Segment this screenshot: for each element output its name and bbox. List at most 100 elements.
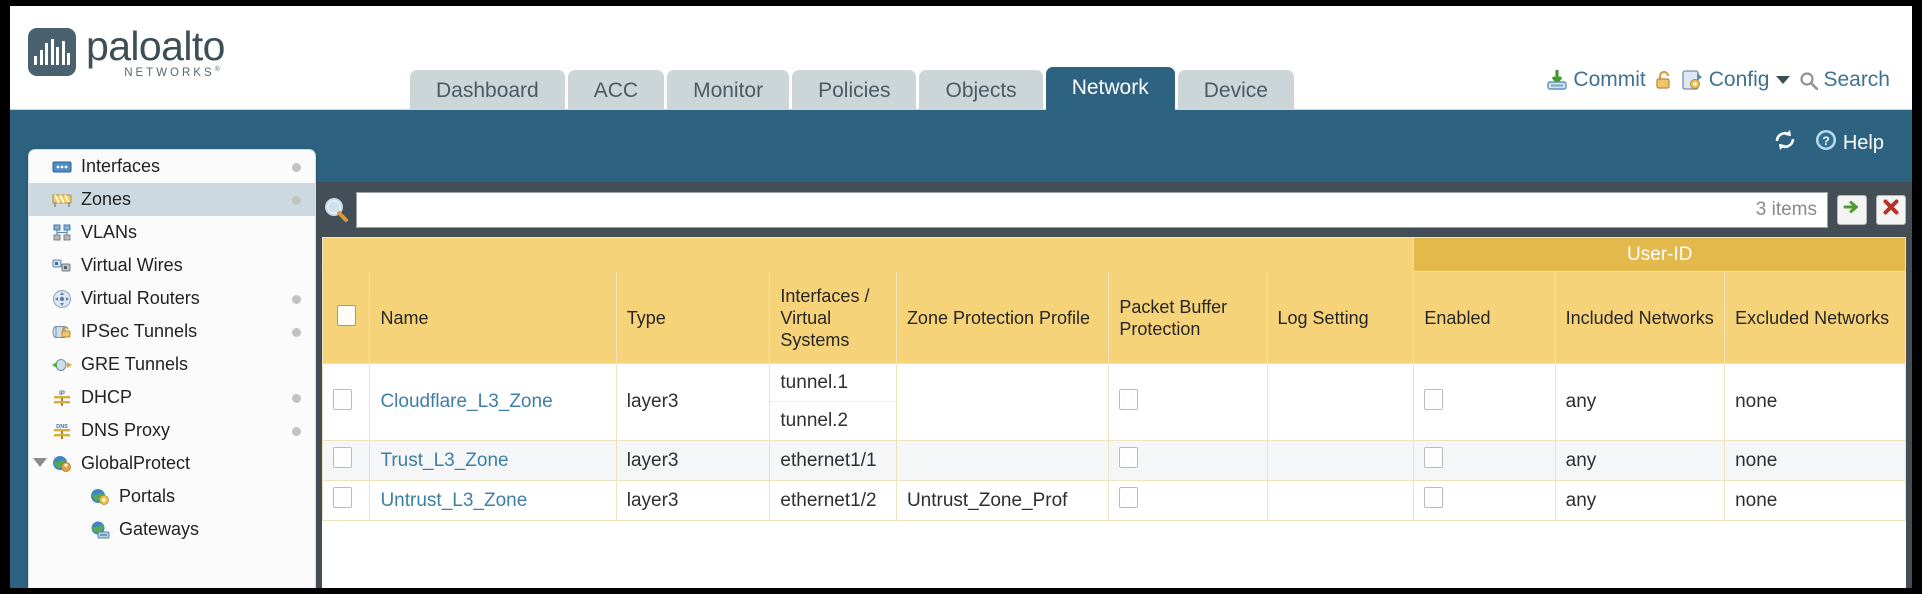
column-header-excluded-networks[interactable]: Excluded Networks	[1724, 271, 1906, 364]
chevron-down-icon[interactable]	[33, 458, 47, 467]
sidebar-item-virtual-routers[interactable]: Virtual Routers	[29, 282, 315, 315]
config-lock-button[interactable]	[1655, 69, 1673, 91]
item-count: 3 items	[1755, 198, 1817, 220]
search-button[interactable]: Search	[1799, 68, 1890, 92]
row-select-cell	[321, 480, 371, 521]
cell-included-networks: any	[1554, 440, 1726, 481]
cell-excluded-networks: none	[1724, 363, 1906, 441]
table-row[interactable]: Untrust_L3_Zone layer3 ethernet1/2 Untru…	[321, 480, 1906, 521]
sidebar-item-ipsec-tunnels[interactable]: IPSec Tunnels	[29, 315, 315, 348]
brand-logo[interactable]: paloalto NETWORKS®	[28, 24, 225, 79]
status-dot	[292, 427, 301, 436]
sidebar-item-gateways[interactable]: Gateways	[29, 513, 315, 546]
group-header-row: User-ID	[321, 237, 1906, 272]
sidebar-item-interfaces[interactable]: Interfaces	[29, 150, 315, 183]
apply-filter-button[interactable]	[1837, 194, 1867, 225]
column-header-zone-protection-profile[interactable]: Zone Protection Profile	[895, 271, 1110, 364]
group-header-userid: User-ID	[1413, 237, 1906, 272]
row-checkbox[interactable]	[333, 487, 352, 508]
cell-zone-protection-profile	[895, 363, 1110, 441]
tab-network[interactable]: Network	[1045, 67, 1175, 113]
column-header-included-networks[interactable]: Included Networks	[1554, 271, 1726, 364]
column-header-name[interactable]: Name	[369, 271, 617, 364]
tab-device[interactable]: Device	[1177, 70, 1294, 113]
virtual-wires-icon	[51, 256, 73, 276]
cell-name[interactable]: Cloudflare_L3_Zone	[369, 363, 617, 441]
chevron-down-icon[interactable]	[1776, 76, 1791, 84]
portals-icon	[89, 487, 111, 507]
sidebar-item-portals[interactable]: Portals	[29, 480, 315, 513]
cell-zone-protection-profile: Untrust_Zone_Prof	[895, 480, 1110, 521]
commit-button[interactable]: Commit	[1546, 68, 1646, 92]
zones-table-container: User-ID Name Type Interfaces / Virtual S…	[321, 237, 1906, 588]
sidebar-item-globalprotect[interactable]: GlobalProtect	[29, 447, 315, 480]
cell-log-setting	[1266, 440, 1415, 481]
tab-dashboard[interactable]: Dashboard	[410, 70, 565, 113]
column-header-row: Name Type Interfaces / Virtual Systems Z…	[321, 271, 1906, 364]
tab-objects[interactable]: Objects	[919, 70, 1043, 113]
cell-userid-enabled	[1413, 440, 1556, 481]
row-checkbox[interactable]	[333, 388, 352, 410]
table-row[interactable]: Cloudflare_L3_Zone layer3 tunnel.1 tunne…	[321, 363, 1906, 441]
sub-header-band: ? Help	[10, 110, 1912, 182]
packet-buffer-protection-checkbox[interactable]	[1119, 447, 1139, 468]
sidebar-item-vlans[interactable]: VLANs	[29, 216, 315, 249]
sidebar-item-zones[interactable]: Zones	[29, 183, 315, 216]
column-header-log-setting[interactable]: Log Setting	[1266, 271, 1415, 364]
config-menu[interactable]: Config	[1682, 68, 1791, 92]
column-header-interfaces-virtual-systems[interactable]: Interfaces / Virtual Systems	[769, 271, 897, 364]
status-dot	[292, 295, 301, 304]
packet-buffer-protection-checkbox[interactable]	[1119, 388, 1139, 410]
column-header-packet-buffer-protection[interactable]: Packet Buffer Protection	[1108, 271, 1268, 364]
tab-monitor[interactable]: Monitor	[667, 70, 790, 113]
userid-enabled-checkbox[interactable]	[1424, 388, 1444, 410]
config-icon	[1682, 69, 1704, 91]
refresh-icon[interactable]	[1772, 127, 1798, 159]
vlans-icon	[51, 223, 73, 243]
svg-text:DNS: DNS	[56, 424, 68, 430]
interface-entry: tunnel.1	[770, 364, 896, 402]
brand-subtitle: NETWORKS®	[124, 66, 223, 79]
table-row[interactable]: Trust_L3_Zone layer3 ethernet1/1 any non…	[321, 440, 1906, 481]
status-dot	[292, 163, 301, 172]
svg-text:?: ?	[1822, 134, 1829, 148]
sidebar-item-label: Zones	[81, 189, 132, 209]
cell-zone-protection-profile	[895, 440, 1110, 481]
firewall-web-ui: paloalto NETWORKS® Dashboard ACC Monitor…	[10, 6, 1912, 588]
cell-log-setting	[1266, 363, 1415, 441]
userid-enabled-checkbox[interactable]	[1424, 447, 1444, 468]
dhcp-icon: IP	[51, 388, 73, 408]
tab-acc[interactable]: ACC	[567, 70, 665, 113]
tab-policies[interactable]: Policies	[792, 70, 917, 113]
clear-filter-button[interactable]	[1876, 194, 1906, 225]
cell-included-networks: any	[1554, 480, 1726, 521]
sidebar-item-gre-tunnels[interactable]: GRE Tunnels	[29, 348, 315, 381]
sidebar-item-label: DHCP	[81, 387, 133, 407]
cell-type: layer3	[615, 440, 771, 481]
select-all-cell	[321, 271, 371, 364]
green-arrow-icon	[1842, 197, 1862, 222]
search-input[interactable]: 3 items	[356, 191, 1828, 228]
row-checkbox[interactable]	[333, 447, 352, 468]
cell-interfaces: tunnel.1 tunnel.2	[769, 363, 897, 441]
table-header: User-ID Name Type Interfaces / Virtual S…	[321, 237, 1906, 364]
userid-enabled-checkbox[interactable]	[1424, 487, 1444, 508]
table-body: Cloudflare_L3_Zone layer3 tunnel.1 tunne…	[321, 363, 1906, 521]
help-button[interactable]: ? Help	[1814, 128, 1884, 158]
red-x-icon	[1881, 197, 1901, 222]
gateways-icon	[89, 520, 111, 540]
magnifier-icon	[322, 195, 352, 225]
sidebar-item-dns-proxy[interactable]: DNS DNS Proxy	[29, 414, 315, 447]
sidebar-item-virtual-wires[interactable]: Virtual Wires	[29, 249, 315, 282]
column-header-type[interactable]: Type	[615, 271, 771, 364]
top-header: paloalto NETWORKS® Dashboard ACC Monitor…	[10, 6, 1912, 113]
sidebar-item-label: DNS Proxy	[81, 420, 171, 440]
cell-name[interactable]: Untrust_L3_Zone	[369, 480, 617, 521]
sidebar-item-dhcp[interactable]: IP DHCP	[29, 381, 315, 414]
packet-buffer-protection-checkbox[interactable]	[1119, 487, 1139, 508]
search-icon	[1799, 71, 1819, 90]
select-all-checkbox[interactable]	[336, 304, 356, 326]
cell-name[interactable]: Trust_L3_Zone	[369, 440, 617, 481]
column-header-enabled[interactable]: Enabled	[1413, 271, 1556, 364]
status-dot	[292, 196, 301, 205]
